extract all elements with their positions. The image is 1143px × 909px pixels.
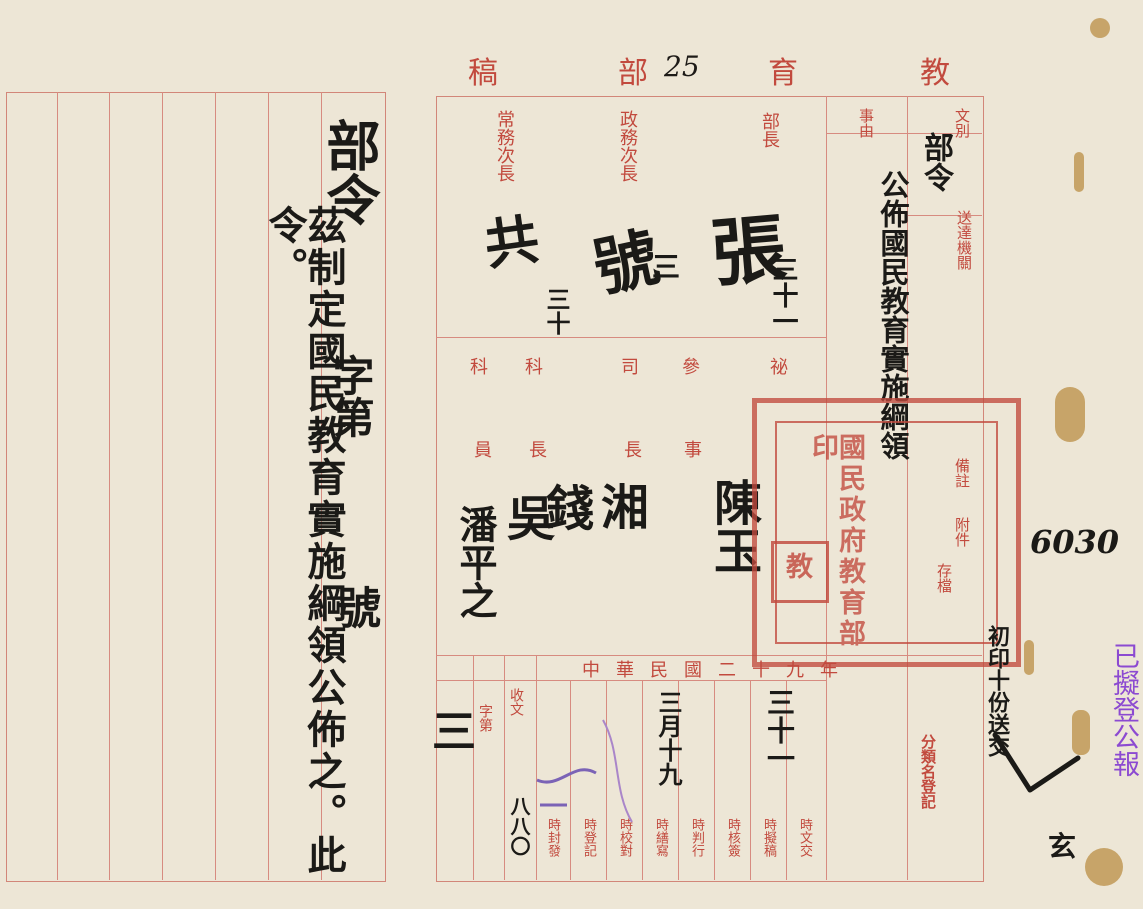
right-subject: 公佈國民教育實施綱領 xyxy=(876,170,910,460)
time-label-6: 時核簽 xyxy=(725,818,740,857)
label-row2-1: 科 xyxy=(470,357,488,378)
time-label-8: 時文交 xyxy=(797,818,812,857)
date-entry-1: 三月十九 xyxy=(654,690,683,786)
time-label-2: 時登記 xyxy=(581,818,596,857)
label-category: 分類名登記 xyxy=(919,734,937,809)
label-row3-4: 事 xyxy=(684,440,702,461)
header-handwritten-number: 25 xyxy=(664,50,700,83)
date-entry-3: 三 xyxy=(424,708,475,752)
label-doc-type: 文別 xyxy=(953,108,971,138)
label-row3-1: 員 xyxy=(474,440,492,461)
date-table-line xyxy=(504,655,505,880)
label-minister: 部長 xyxy=(759,112,780,148)
date-table-line xyxy=(606,680,607,880)
left-mark-1: 字第 xyxy=(326,354,375,438)
paper-stain xyxy=(1055,387,1085,442)
signature-bottom-1: 潘平之 xyxy=(453,505,498,619)
main-form-frame xyxy=(436,96,984,882)
header-char-4: 教 xyxy=(920,56,950,91)
label-political-vice-minister: 政務次長 xyxy=(617,110,638,182)
main-divider xyxy=(436,337,826,338)
document-header: 稿 部 育 教 25 xyxy=(468,48,988,91)
date-table-line xyxy=(750,680,751,880)
date-left-stamp: 收文 xyxy=(508,688,524,716)
official-seal: 國民政府教育部印 xyxy=(752,398,1021,667)
label-remarks: 備註 xyxy=(953,458,971,488)
label-executive-vice-minister: 常務次長 xyxy=(494,110,515,182)
signature-date-1: 三 xyxy=(648,252,681,280)
right-doc-type: 部令 xyxy=(918,132,953,192)
label-row2-4: 參 xyxy=(682,357,700,378)
left-grid-divider xyxy=(321,92,322,880)
date-table-line xyxy=(714,680,715,880)
date-table-line xyxy=(536,655,537,880)
paper-stain xyxy=(1090,18,1110,38)
main-divider xyxy=(826,133,982,134)
purple-side-stamp: 已擬登公報 xyxy=(1108,642,1139,777)
label-send-to: 送達機關 xyxy=(955,210,973,270)
official-seal-text: 國民政府教育部印 xyxy=(807,433,865,650)
left-grid-divider xyxy=(57,92,58,880)
left-grid-divider xyxy=(109,92,110,880)
signature-date-3: 三十一 xyxy=(768,256,798,334)
header-char-3: 育 xyxy=(768,56,798,91)
signature-mid: 號 xyxy=(577,222,664,301)
right-margin-note: 初印十份送交 xyxy=(984,625,1010,757)
left-title: 部令 xyxy=(317,118,381,226)
signature-left: 共 xyxy=(471,209,543,273)
signature-bottom-3: 錢 xyxy=(537,483,593,531)
left-grid-divider xyxy=(215,92,216,880)
paper-stain xyxy=(1085,848,1123,886)
date-table-line xyxy=(473,655,474,880)
doc-number: 八八〇 xyxy=(507,796,531,856)
left-grid-divider xyxy=(162,92,163,880)
time-label-4: 時繕寫 xyxy=(653,818,668,857)
small-seal: 教 xyxy=(771,541,829,603)
left-grid-divider xyxy=(268,92,269,880)
label-file: 存檔 xyxy=(935,563,953,593)
signature-bottom-2: 吳 xyxy=(498,493,554,541)
label-subject: 事由 xyxy=(857,108,875,138)
main-divider xyxy=(826,96,827,880)
date-header: 中華民國二十九年 xyxy=(582,660,854,681)
label-row2-3: 司 xyxy=(621,357,639,378)
small-seal-text: 教 xyxy=(781,552,812,579)
label-row2-2: 科 xyxy=(525,357,543,378)
time-label-7: 時擬稿 xyxy=(761,818,776,857)
date-left-number: 字第 xyxy=(477,704,493,732)
header-char-1: 稿 xyxy=(468,56,498,91)
left-grid xyxy=(6,92,386,882)
paper-stain xyxy=(1072,710,1090,755)
header-char-2: 部 xyxy=(618,56,648,91)
date-table-line xyxy=(642,680,643,880)
left-mark-2: 號 xyxy=(329,585,380,629)
date-table-line xyxy=(786,680,787,880)
signature-date-2: 三十 xyxy=(542,287,571,335)
date-entry-2: 三十一 xyxy=(763,688,796,772)
date-table-line xyxy=(678,680,679,880)
signature-bottom-4: 湘 xyxy=(592,482,648,530)
time-label-3: 時校對 xyxy=(617,818,632,857)
label-row3-2: 長 xyxy=(529,440,547,461)
label-attachment: 附件 xyxy=(953,517,971,547)
date-table-line xyxy=(570,680,571,880)
right-note: 6030 xyxy=(1030,523,1120,561)
main-divider xyxy=(907,215,982,216)
label-row2-5: 祕 xyxy=(770,357,788,378)
label-row3-3: 長 xyxy=(624,440,642,461)
date-table-line xyxy=(436,680,826,681)
paper-stain xyxy=(1024,640,1034,675)
time-label-1: 時封發 xyxy=(545,818,560,857)
signature-bottom-5: 陳玉 xyxy=(705,478,761,574)
bottom-right-note: 玄 xyxy=(1048,830,1077,863)
main-divider xyxy=(907,96,908,880)
time-label-5: 時判行 xyxy=(689,818,704,857)
paper-stain xyxy=(1074,152,1084,192)
main-divider xyxy=(436,655,982,656)
left-body: 茲制定國民教育實施綱領公佈之。此令。 xyxy=(262,205,347,877)
official-seal-inner-border xyxy=(775,421,998,644)
